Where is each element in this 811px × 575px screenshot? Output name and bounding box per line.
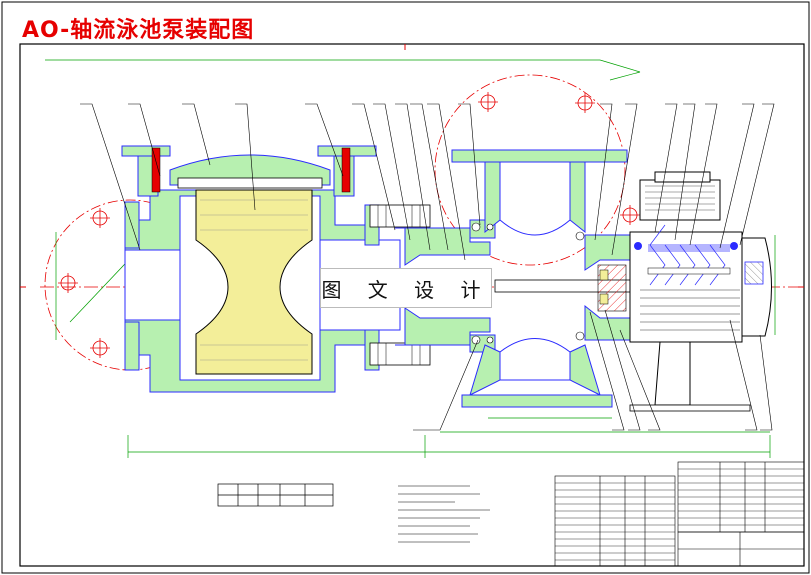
leader-lines [80, 103, 775, 431]
motor-stator [649, 224, 726, 286]
parts-list [554, 461, 805, 567]
strainer-lid [169, 154, 331, 186]
fan-cover [741, 237, 772, 337]
pump-base [461, 344, 613, 408]
technical-notes [398, 485, 490, 543]
discharge-elbow [451, 149, 628, 234]
watermark-label: 图 文 设 计 [320, 268, 492, 308]
param-table [217, 483, 334, 507]
motor-housing [629, 171, 743, 343]
drawing-title: AO-轴流泳池泵装配图 [22, 18, 255, 43]
bolt-circle [434, 74, 626, 266]
inner-frame [19, 43, 805, 567]
motor-foot [654, 341, 691, 406]
strainer-basket [195, 189, 313, 375]
